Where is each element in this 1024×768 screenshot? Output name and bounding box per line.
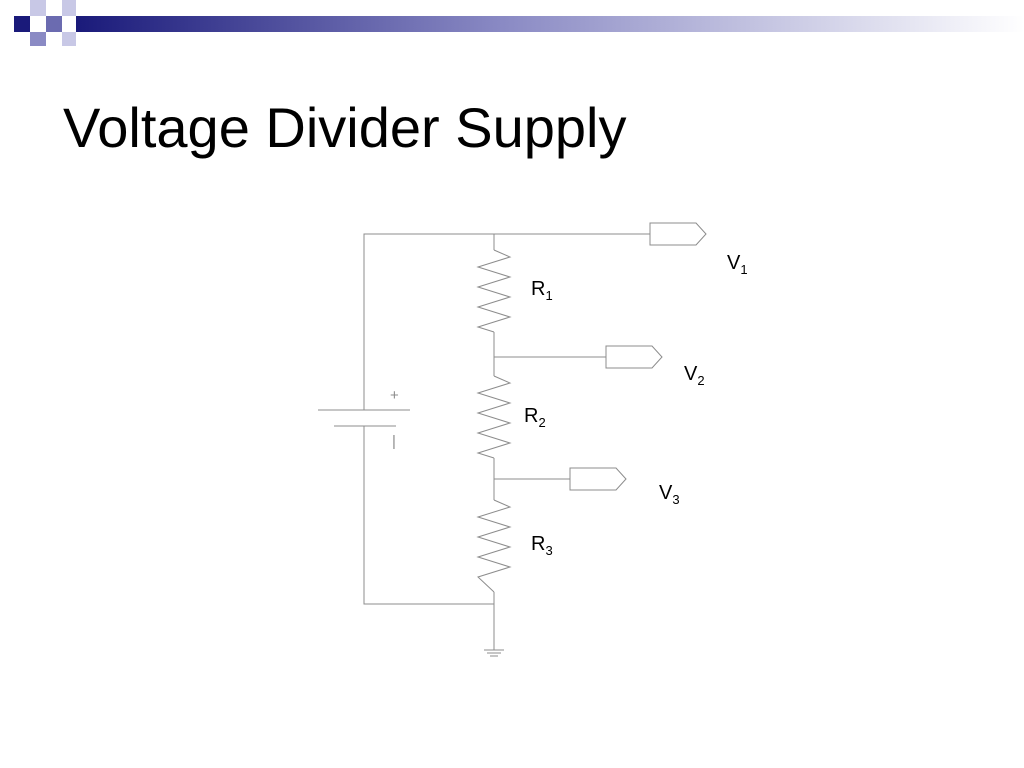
- header-gradient-bar: [76, 16, 1024, 32]
- wire-bottom: [363, 426, 494, 605]
- slide-title: Voltage Divider Supply: [63, 96, 627, 159]
- header-square: [46, 16, 62, 32]
- resistor-r1: [476, 249, 512, 333]
- output-terminal-v2: [605, 345, 663, 369]
- output-label-v1: V1: [727, 252, 748, 277]
- header-square: [30, 0, 46, 16]
- output-label-v2: V2: [684, 363, 705, 388]
- header-square: [62, 0, 76, 16]
- battery-plus-label: +: [390, 387, 399, 404]
- resistor-r3: [476, 499, 512, 593]
- wire-top: [363, 233, 650, 410]
- resistor-label-r1: R1: [531, 278, 553, 303]
- header-square: [30, 32, 46, 46]
- header-decoration: [14, 0, 1024, 46]
- output-terminal-v3: [569, 467, 627, 491]
- resistor-label-r2: R2: [524, 405, 546, 430]
- header-square: [62, 32, 76, 46]
- battery-minus-label: |: [392, 433, 396, 450]
- ground-symbol: [484, 649, 504, 657]
- resistor-label-r3: R3: [531, 533, 553, 558]
- resistor-r2: [476, 375, 512, 459]
- output-label-v3: V3: [659, 482, 680, 507]
- output-terminal-v1: [649, 222, 707, 246]
- header-square: [14, 16, 30, 32]
